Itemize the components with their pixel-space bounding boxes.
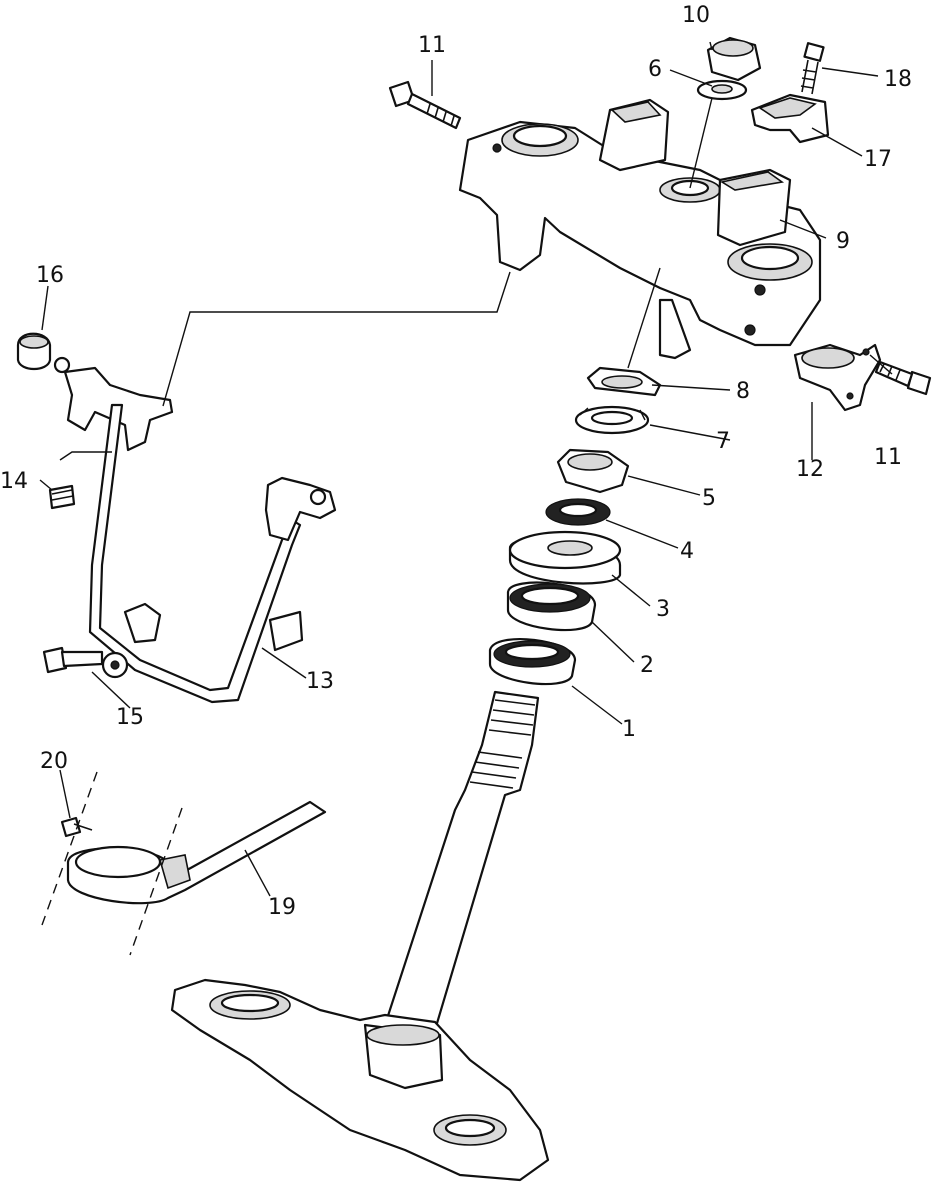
callout-11-top: 11 <box>418 33 446 58</box>
clamp-12 <box>793 343 882 412</box>
washer-8 <box>586 366 662 397</box>
callout-19: 19 <box>268 895 296 920</box>
seal-4 <box>545 498 611 526</box>
callout-5: 5 <box>702 486 716 511</box>
meter-bracket-13 <box>63 366 337 704</box>
bearing-1 <box>488 638 577 686</box>
callout-17: 17 <box>864 147 892 172</box>
callout-11-right: 11 <box>874 445 902 470</box>
callout-8: 8 <box>736 379 750 404</box>
callout-10: 10 <box>682 3 710 28</box>
callout-16: 16 <box>36 263 64 288</box>
callout-14: 14 <box>0 469 28 494</box>
callout-6: 6 <box>648 57 662 82</box>
cap-16 <box>16 332 71 374</box>
callout-9: 9 <box>836 229 850 254</box>
steering-stem <box>383 690 540 1032</box>
bolt-15 <box>42 646 104 674</box>
callout-13: 13 <box>306 669 334 694</box>
callout-3: 3 <box>656 597 670 622</box>
callout-2: 2 <box>640 653 654 678</box>
callout-15: 15 <box>116 705 144 730</box>
callouts: 11 10 6 18 17 9 16 8 7 11 12 14 5 4 3 2 … <box>0 3 912 920</box>
callout-1: 1 <box>622 717 636 742</box>
upper-bracket <box>458 98 822 360</box>
bolt-11-top <box>388 80 462 130</box>
bearing-2 <box>506 581 597 632</box>
callout-18: 18 <box>884 67 912 92</box>
bolt-18 <box>800 42 825 95</box>
callout-20: 20 <box>40 749 68 774</box>
clamp-19 <box>66 800 327 905</box>
callout-4: 4 <box>680 539 694 564</box>
dust-cover-3 <box>508 530 622 585</box>
callout-7: 7 <box>716 429 730 454</box>
callout-12: 12 <box>796 457 824 482</box>
nut-10 <box>706 36 762 82</box>
screw-14 <box>48 484 76 510</box>
lock-washer-7 <box>574 405 650 435</box>
center-lines <box>41 771 183 956</box>
handlebar-holder <box>750 93 830 144</box>
leader-lines <box>39 41 893 897</box>
screw-20 <box>60 816 93 838</box>
lower-bracket <box>170 978 550 1182</box>
ring-nut-5 <box>556 448 630 494</box>
